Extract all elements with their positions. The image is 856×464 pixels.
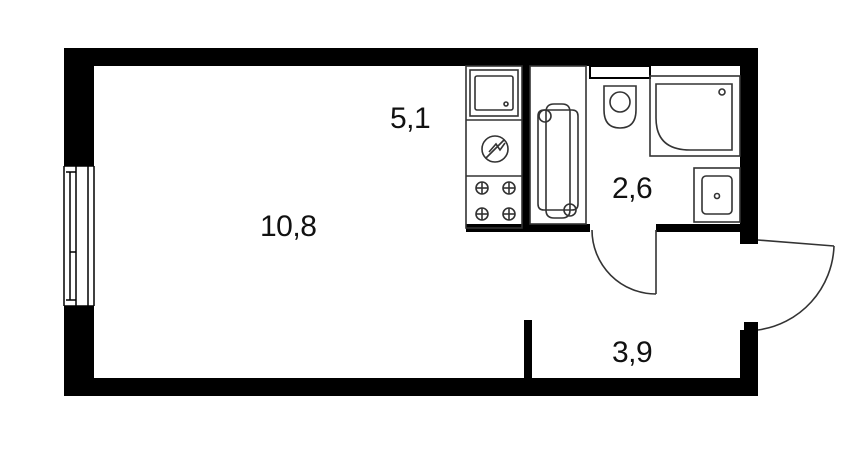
wall-right-upper [740,48,758,238]
kitchen-sink-icon [469,69,519,117]
wall-bathroom-left [522,66,530,230]
door-jamb-top [740,238,758,244]
area-labels: 10,8 5,1 2,6 3,9 [260,102,653,369]
wall-top [64,48,758,66]
wall-hallway-stub [524,320,532,384]
hallway-area-label: 3,9 [612,336,652,369]
window-icon [63,165,95,307]
walls [64,48,758,396]
wall-bathroom-bottom-right [656,224,746,232]
shower-tray-icon [649,75,741,157]
toilet-icon [603,85,637,129]
kitchen-counter [465,65,523,229]
washbasin-icon [693,167,741,223]
wall-bathroom-bottom-left [522,224,590,232]
wall-left-upper [64,48,94,166]
toilet-cistern [589,65,651,79]
electric-panel-icon [481,135,509,163]
room-area-label: 10,8 [260,210,316,243]
kitchen-area-label: 5,1 [390,102,430,135]
wall-right-lower [740,330,758,396]
wall-bottom [64,378,758,396]
stove-hob-icon [475,181,516,221]
bathroom-area-label: 2,6 [612,172,652,205]
bathtub-icon [529,65,587,225]
wall-left-lower [64,306,94,396]
entrance-door-icon [744,239,835,331]
bathroom-door-swing-icon [591,229,657,295]
